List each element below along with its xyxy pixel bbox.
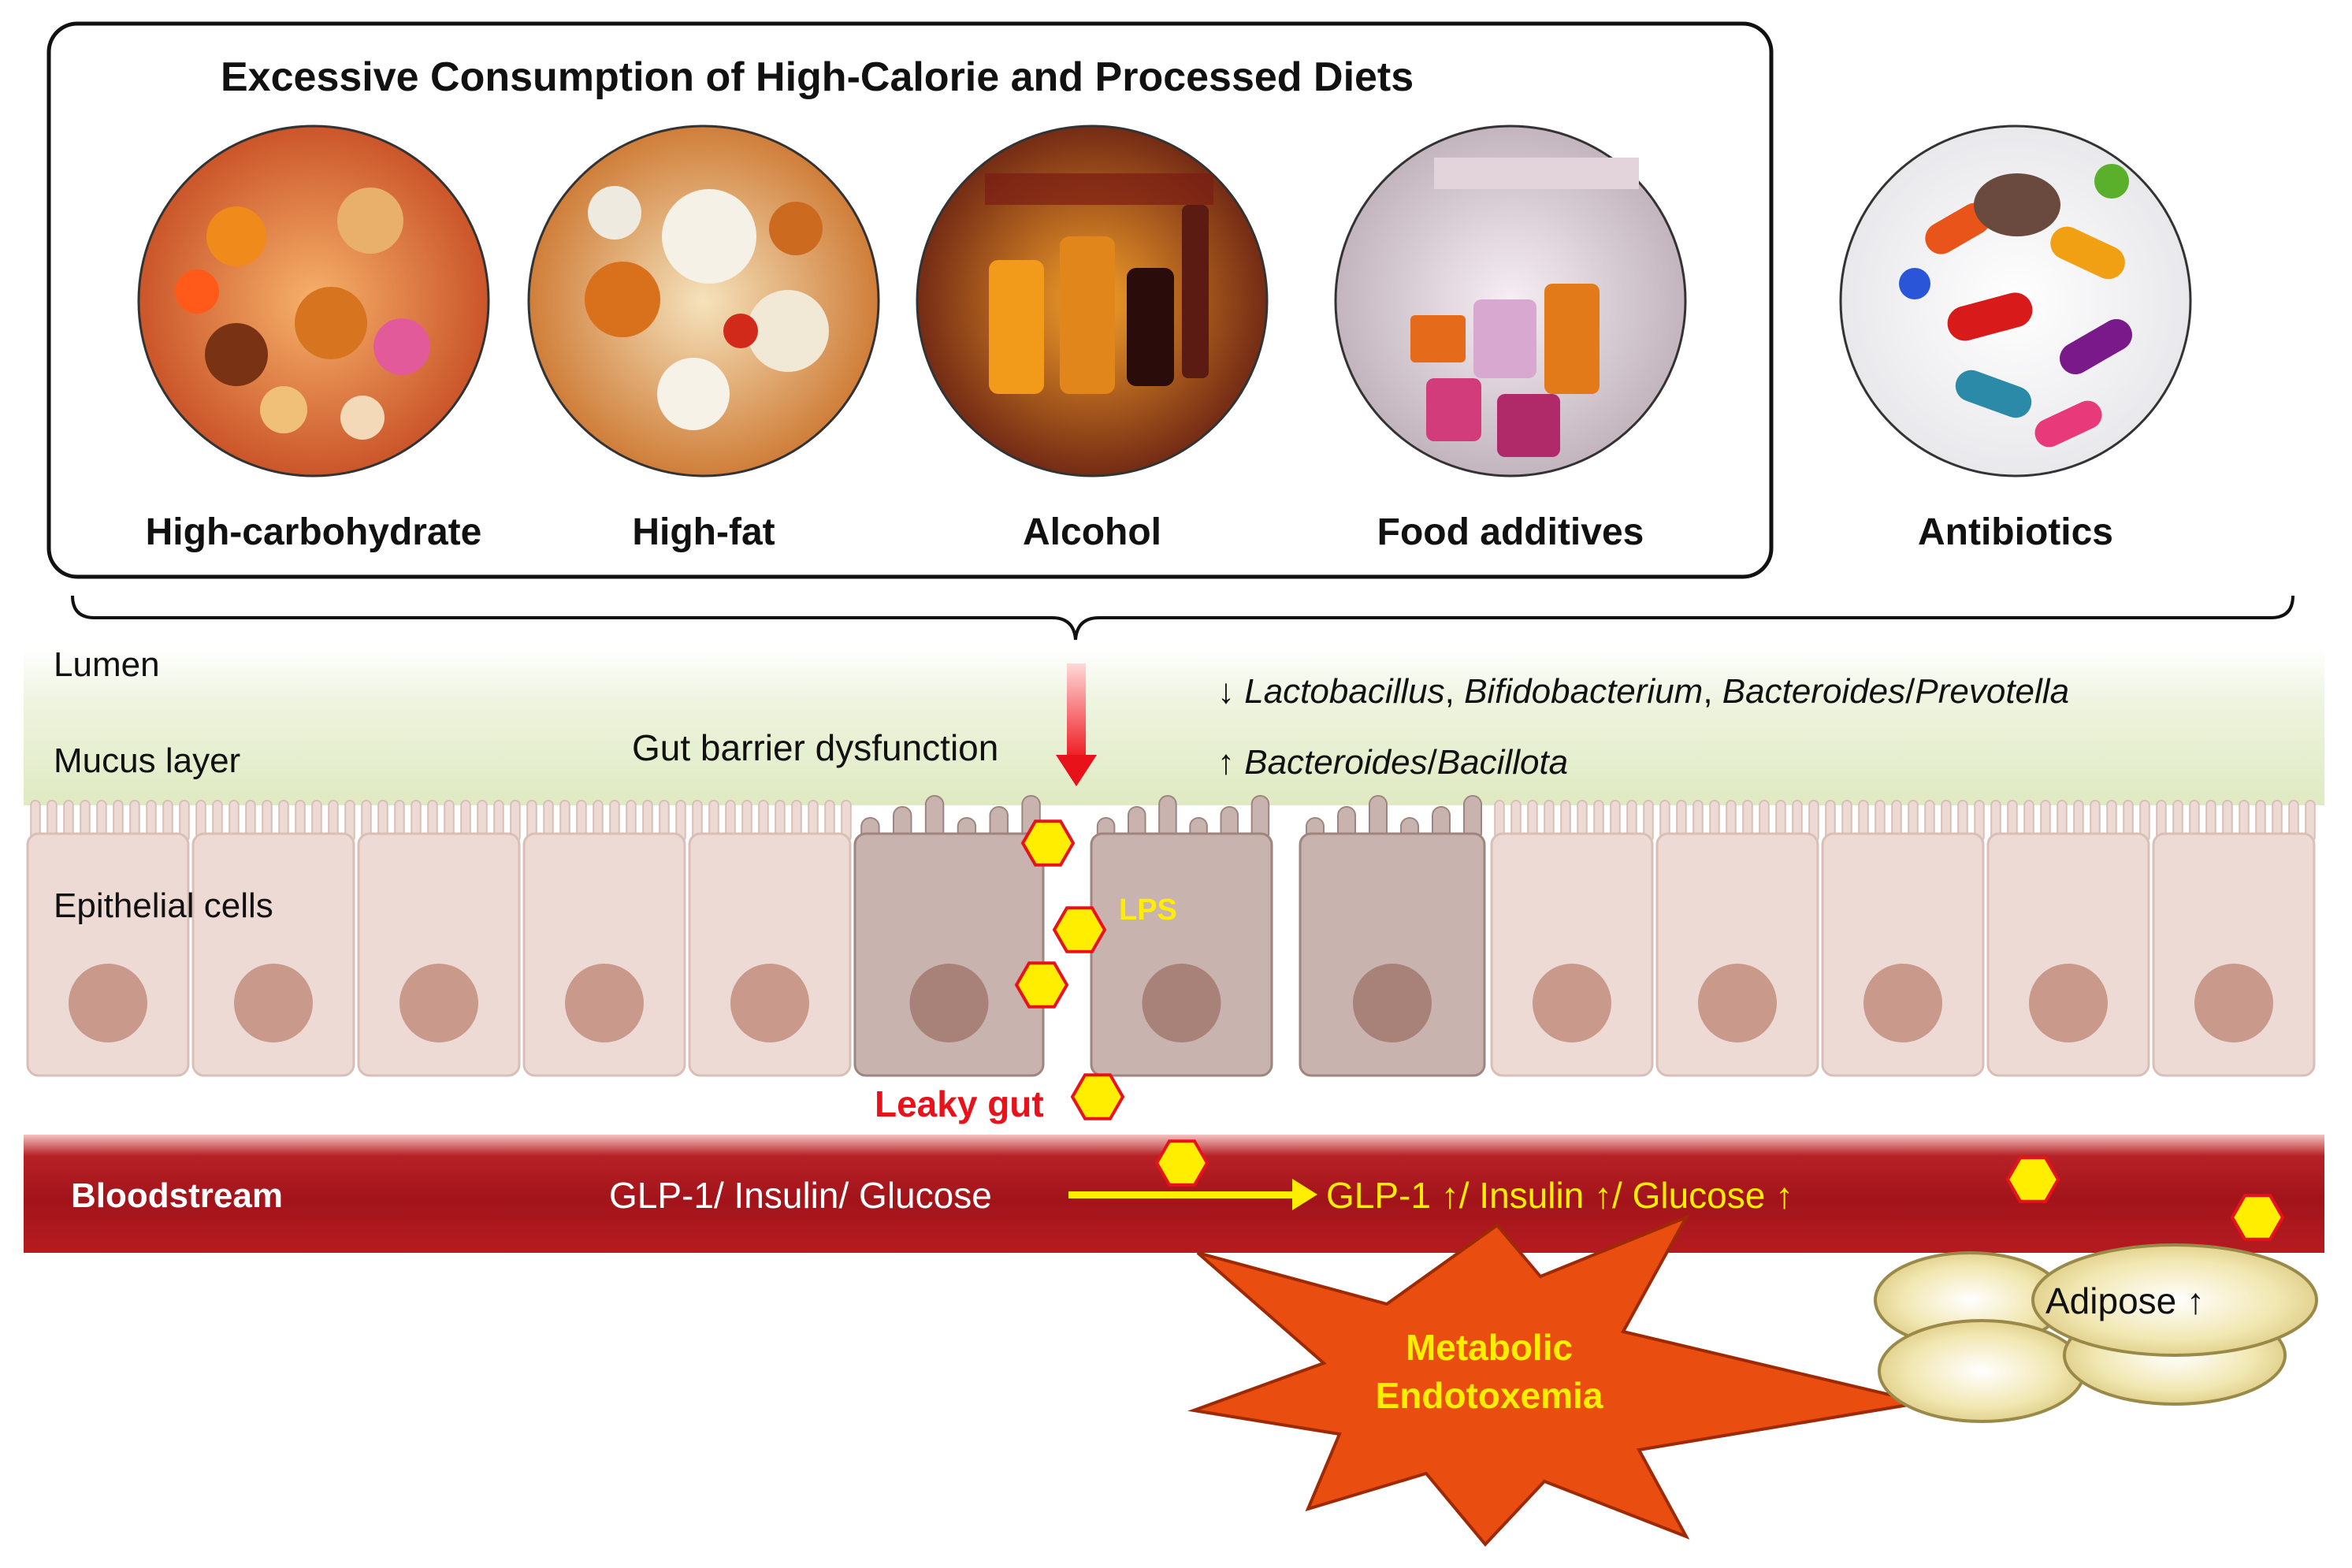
adipose-label: Adipose ↑ (2045, 1280, 2205, 1321)
cell-body (1986, 832, 2150, 1077)
nucleus (1353, 964, 1432, 1042)
taxon-bifidobacterium: Bifidobacterium (1464, 672, 1704, 711)
label-alcohol: Alcohol (1023, 511, 1161, 553)
nucleus (1533, 964, 1611, 1042)
damaged-epithelial-cell (853, 795, 1045, 1077)
gut-barrier-label: Gut barrier dysfunction (632, 727, 999, 768)
lps-hexagon (1052, 906, 1107, 953)
cell-body (1655, 832, 1819, 1077)
cell-body (1490, 832, 1654, 1077)
nucleus (909, 964, 989, 1042)
lps-hexagon (1070, 1073, 1125, 1120)
lps-hexagon (2005, 1156, 2060, 1203)
up-arrow-icon: ↑ (1217, 743, 1235, 782)
label-high-carbohydrate: High-carbohydrate (145, 511, 482, 553)
nucleus (1698, 964, 1777, 1042)
diet-title: Excessive Consumption of High-Calorie an… (221, 54, 1414, 100)
epithelial-cell (191, 800, 355, 1077)
lps-molecules (1014, 819, 2285, 1241)
epithelial-cell (1490, 800, 1654, 1077)
taxon-bacteroides-up: Bacteroides (1244, 743, 1428, 782)
epithelial-cell (26, 800, 190, 1077)
taxon-bacteroides: Bacteroides (1722, 672, 1906, 711)
lps-hexagon (2230, 1194, 2285, 1241)
cell-body (1299, 832, 1486, 1077)
nucleus (1142, 964, 1221, 1042)
cell-body (1821, 832, 1985, 1077)
increased-taxa: ↑ Bacteroides/Bacillota (1217, 743, 1569, 782)
epithelial-cell (357, 800, 521, 1077)
lps-hexagon (1154, 1139, 1209, 1187)
endotoxemia-label: Metabolic Endotoxemia (1371, 1324, 1607, 1419)
cell-body (357, 832, 521, 1077)
epithelial-cell (688, 800, 852, 1077)
diet-box (46, 21, 1774, 579)
adipose-cluster (1874, 1243, 2318, 1423)
lps-hexagon (1014, 961, 1069, 1009)
epithelial-cells-label: Epithelial cells (54, 886, 273, 925)
cell-body (522, 832, 686, 1077)
nucleus (399, 964, 478, 1042)
endotoxemia-line1: Metabolic (1405, 1327, 1574, 1368)
epithelial-cell (1655, 800, 1819, 1077)
cell-body (26, 832, 190, 1077)
epithelial-cell (1821, 800, 1985, 1077)
damaged-epithelial-cell (1090, 795, 1273, 1077)
bloodstream-label: Bloodstream (71, 1176, 283, 1215)
down-arrow-icon: ↓ (1217, 672, 1235, 711)
increase-arrow (1068, 1179, 1317, 1210)
lumen-label: Lumen (54, 645, 160, 684)
nucleus (69, 964, 147, 1042)
taxon-prevotella: Prevotella (1915, 672, 2070, 711)
cell-body (688, 832, 852, 1077)
baseline-markers: GLP-1/ Insulin/ Glucose (609, 1175, 992, 1216)
lps-hexagon (1020, 819, 1076, 867)
taxon-bacillota: Bacillota (1436, 743, 1569, 782)
epithelial-cell (1986, 800, 2150, 1077)
pills-photo-icon (1839, 124, 2192, 477)
mucus-layer-label: Mucus layer (54, 741, 241, 780)
cell-body (191, 832, 355, 1077)
nucleus (1863, 964, 1942, 1042)
nucleus (2194, 964, 2273, 1042)
mucus-band (24, 648, 2324, 805)
taxon-lactobacillus: Lactobacillus (1244, 672, 1445, 711)
fried-food-photo-icon (527, 124, 880, 477)
nucleus (234, 964, 313, 1042)
elevated-markers: GLP-1 ↑/ Insulin ↑/ Glucose ↑ (1326, 1175, 1794, 1216)
endotoxemia-line2: Endotoxemia (1375, 1374, 1603, 1416)
lps-label: LPS (1119, 894, 1177, 927)
damaged-epithelial-cell (1299, 795, 1486, 1077)
cell-body (853, 832, 1045, 1077)
additive-jars-photo-icon (1334, 124, 1687, 477)
alcohol-drinks-photo-icon (916, 124, 1269, 477)
nucleus (730, 964, 809, 1042)
epithelium (26, 795, 2316, 1077)
cell-body (1090, 832, 1273, 1077)
nucleus (2029, 964, 2108, 1042)
epithelial-cell (522, 800, 686, 1077)
decreased-taxa: ↓ Lactobacillus, Bifidobacterium, Bacter… (1217, 672, 2070, 711)
endotoxemia-burst (1187, 1214, 1923, 1548)
grouping-brace (71, 595, 2294, 641)
sweets-photo-icon (137, 124, 490, 477)
barrier-arrow (1056, 663, 1097, 786)
leaky-gut-label: Leaky gut (875, 1083, 1044, 1124)
label-high-fat: High-fat (632, 511, 775, 553)
label-antibiotics: Antibiotics (1918, 511, 2113, 553)
cell-body (2152, 832, 2316, 1077)
nucleus (565, 964, 644, 1042)
epithelial-cell (2152, 800, 2316, 1077)
label-food-additives: Food additives (1377, 511, 1644, 553)
